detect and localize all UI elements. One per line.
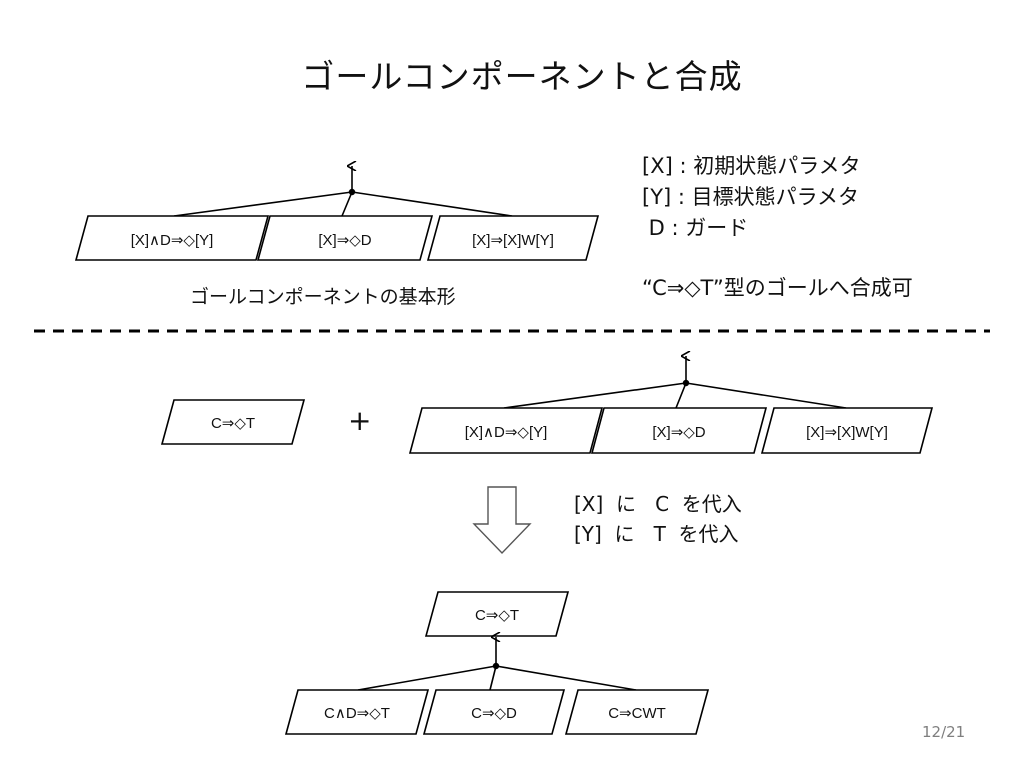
result-root-label: C⇒◇T: [475, 607, 519, 624]
mid-box-1: [X]∧D⇒◇[Y]: [408, 407, 604, 454]
result-box-3: C⇒CWT: [564, 689, 710, 735]
page-number: 12/21: [922, 723, 966, 741]
result-box-1-label: C∧D⇒◇T: [324, 705, 390, 722]
down-block-arrow: [472, 486, 532, 555]
mid-box-2: [X]⇒◇D: [590, 407, 768, 454]
top-box-2: [X]⇒◇D: [256, 215, 434, 261]
top-goal-tree: [X]∧D⇒◇[Y] [X]⇒◇D [X]⇒[X]W[Y]: [74, 166, 600, 261]
legend-line-x: [X] : 初期状態パラメタ: [642, 154, 861, 178]
mid-branch-middle: [675, 382, 687, 409]
result-branch-left: [357, 665, 497, 691]
plus-sign: +: [348, 404, 372, 437]
composition-goal-label: C⇒◇T: [211, 415, 255, 432]
top-box-3-label: [X]⇒[X]W[Y]: [472, 232, 554, 249]
result-branch-right: [495, 665, 637, 691]
substitution-line-x: [X] に C を代入: [574, 492, 742, 516]
top-box-1-label: [X]∧D⇒◇[Y]: [131, 232, 214, 249]
top-component-caption: ゴールコンポーネントの基本形: [190, 286, 456, 308]
slide-title: ゴールコンポーネントと合成: [301, 57, 743, 96]
mid-branch-right: [685, 382, 847, 409]
result-box-2-label: C⇒◇D: [471, 705, 517, 722]
legend-note: “C⇒◇T”型のゴールへ合成可: [642, 276, 913, 300]
mid-box-2-label: [X]⇒◇D: [652, 424, 705, 441]
substitution-line-y: [Y] に T を代入: [574, 522, 739, 546]
top-branch-right: [351, 191, 513, 217]
top-box-2-label: [X]⇒◇D: [318, 232, 371, 249]
top-box-3: [X]⇒[X]W[Y]: [426, 215, 600, 261]
result-root-box: C⇒◇T: [424, 591, 570, 637]
top-branch-middle: [341, 191, 353, 217]
composition-goal-tree: [X]∧D⇒◇[Y] [X]⇒◇D [X]⇒[X]W[Y]: [408, 356, 934, 454]
composition-goal: C⇒◇T: [160, 399, 306, 445]
mid-box-1-label: [X]∧D⇒◇[Y]: [465, 424, 548, 441]
result-box-3-label: C⇒CWT: [608, 705, 666, 722]
result-box-2: C⇒◇D: [422, 689, 566, 735]
legend-line-d: D : ガード: [642, 216, 749, 240]
result-branch-middle: [489, 665, 497, 691]
top-branch-left: [173, 191, 353, 217]
mid-branch-left: [503, 382, 687, 409]
result-goal-tree: C⇒◇T C∧D⇒◇T C⇒◇D C⇒CWT: [284, 591, 710, 735]
result-box-1: C∧D⇒◇T: [284, 689, 430, 735]
legend-line-y: [Y] : 目標状態パラメタ: [642, 185, 860, 209]
mid-box-3-label: [X]⇒[X]W[Y]: [806, 424, 888, 441]
top-box-1: [X]∧D⇒◇[Y]: [74, 215, 270, 261]
mid-box-3: [X]⇒[X]W[Y]: [760, 407, 934, 454]
